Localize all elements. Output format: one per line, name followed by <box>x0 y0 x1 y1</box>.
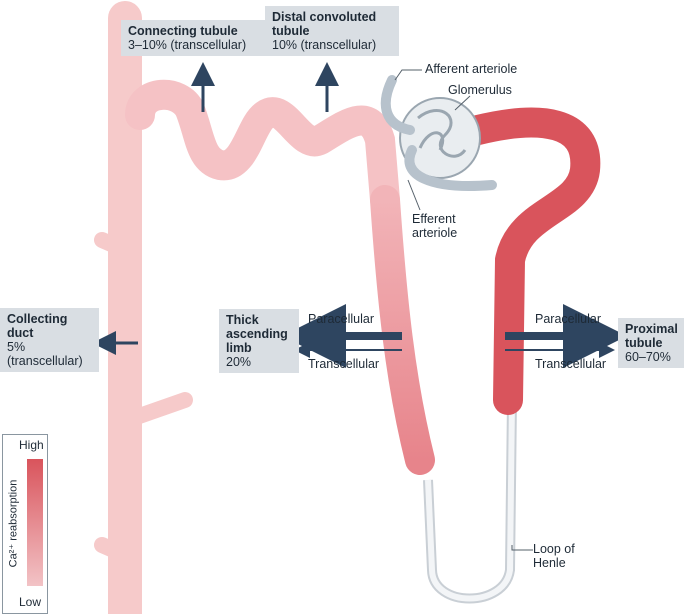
glomerulus-label: Glomerulus <box>448 83 512 97</box>
proximal-transcellular-label: Transcellular <box>535 357 607 371</box>
distal-convoluted-tubule <box>125 79 400 215</box>
afferent-arteriole <box>380 75 415 135</box>
efferent-arteriole-label: Efferent arteriole <box>412 212 458 240</box>
proximal-tubule-title: Proximal tubule <box>625 322 678 350</box>
thick-limb-value: 20% <box>226 355 252 369</box>
connecting-tubule-title: Connecting tubule <box>128 24 238 38</box>
thick-limb-paracellular-label: Paracellular <box>308 312 375 326</box>
glomerulus <box>399 97 481 179</box>
distal-tubule-value: 10% (transcellular) <box>272 38 377 52</box>
legend-high-label: High <box>19 438 44 452</box>
connecting-tubule-value: 3–10% (transcellular) <box>128 38 247 52</box>
collecting-duct-title: Collecting duct <box>7 312 68 340</box>
proximal-tubule-tube <box>463 107 601 415</box>
proximal-tubule-label: Proximal tubule 60–70% <box>618 318 684 368</box>
efferent-arteriole <box>404 145 497 191</box>
legend-gradient-bar <box>27 459 43 586</box>
loop-of-henle-label: Loop of Henle <box>533 542 575 570</box>
thick-limb-title: Thick ascending limb <box>226 313 288 355</box>
collecting-duct-tube <box>94 1 193 614</box>
legend-low-label: Low <box>19 595 42 609</box>
thick-ascending-limb-label: Thick ascending limb 20% <box>219 309 299 373</box>
loop-of-henle <box>423 399 517 604</box>
legend-axis-label: Ca²⁺ reabsorption <box>7 479 20 568</box>
proximal-paracellular-label: Paracellular <box>535 312 602 326</box>
thick-limb-transcellular-label: Transcellular <box>308 357 380 371</box>
collecting-duct-value: 5% (transcellular) <box>7 340 83 368</box>
connecting-tubule-label: Connecting tubule 3–10% (transcellular) <box>121 20 269 56</box>
distal-convoluted-tubule-label: Distal convoluted tubule 10% (transcellu… <box>265 6 399 56</box>
reabsorption-legend: High Low Ca²⁺ reabsorption <box>2 434 48 614</box>
proximal-tubule-value: 60–70% <box>625 350 671 364</box>
distal-tubule-title: Distal convoluted tubule <box>272 10 377 38</box>
collecting-duct-label: Collecting duct 5% (transcellular) <box>0 308 99 372</box>
afferent-arteriole-label: Afferent arteriole <box>425 62 518 76</box>
